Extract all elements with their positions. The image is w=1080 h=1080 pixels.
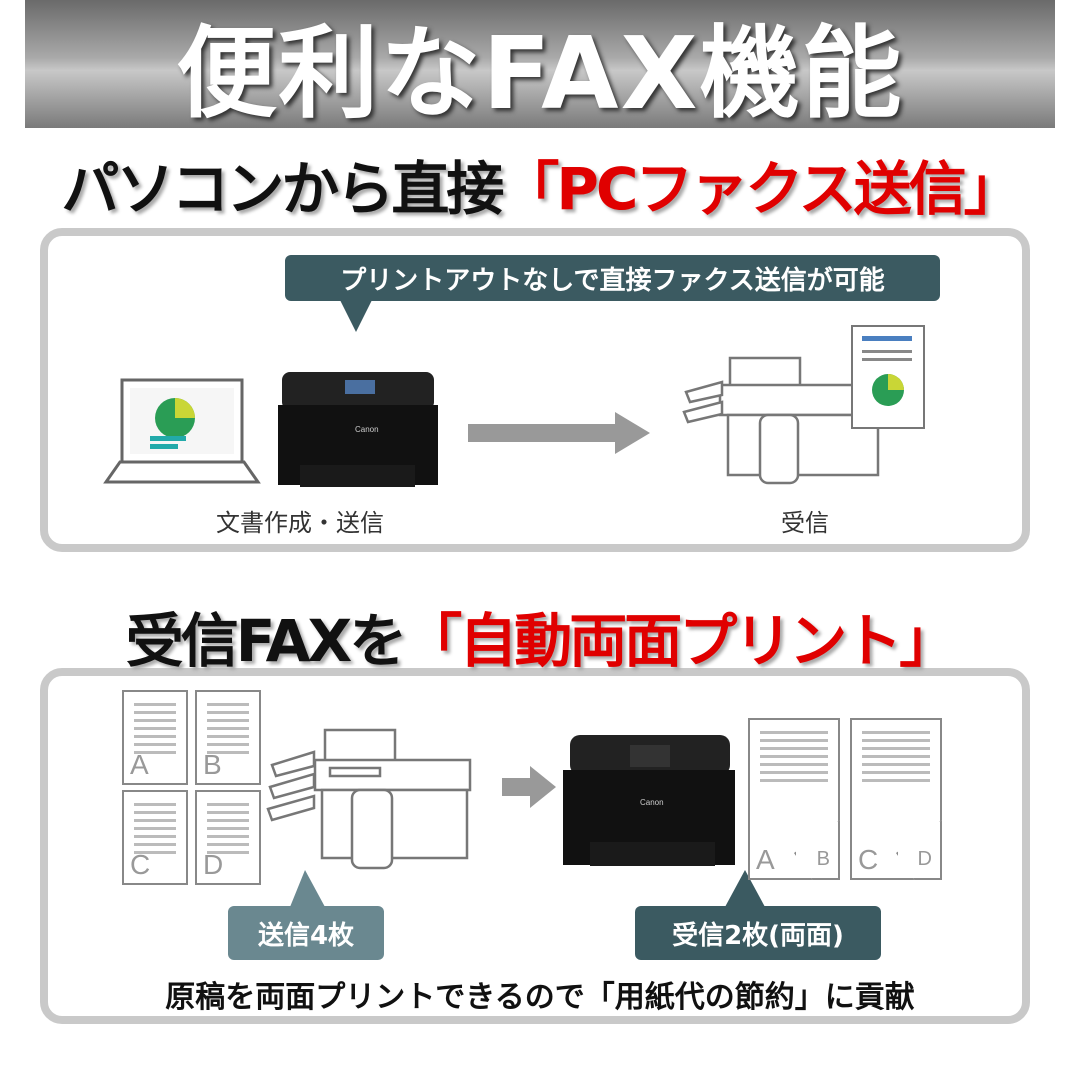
document-page: C (122, 790, 188, 885)
title-banner: 便利なFAX機能 (25, 0, 1055, 132)
heading-red-text: 「自動両面プリント」 (404, 607, 957, 675)
heading-black-text: パソコンから直接 (61, 155, 504, 223)
document-page: A (122, 690, 188, 785)
page-back-corner: D (896, 820, 942, 880)
received-document-icon (851, 325, 925, 429)
svg-text:Canon: Canon (355, 425, 379, 434)
page-letter: C (858, 844, 879, 875)
pc-fax-callout: プリントアウトなしで直接ファクス送信が可能 (285, 255, 940, 301)
arrow-right-icon-2 (502, 766, 556, 808)
page-letter: B (203, 749, 222, 780)
section1-heading: パソコンから直接「PCファクス送信」 (20, 142, 1060, 226)
svg-text:Canon: Canon (640, 798, 664, 807)
printer-icon: Canon (278, 372, 438, 487)
callout-tail-sent (290, 870, 325, 907)
laptop-icon (103, 378, 261, 484)
send-label: 文書作成・送信 (216, 509, 384, 537)
callout-tail (340, 300, 372, 332)
document-page: D (195, 790, 261, 885)
footer-note: 原稿を両面プリントできるので「用紙代の節約」に貢献 (165, 980, 915, 1015)
heading-red-text: 「PCファクス送信」 (501, 155, 1021, 223)
callout-tail-received (725, 870, 765, 907)
section2-heading: 受信FAXを「自動両面プリント」 (20, 594, 1060, 678)
heading-black-text: 受信FAXを (125, 607, 408, 675)
document-page: B (195, 690, 261, 785)
page-letter: D (203, 849, 224, 880)
arrow-right-icon (468, 412, 650, 454)
page-title: 便利なFAX機能 (176, 14, 904, 132)
page-letter: C (130, 849, 151, 880)
printer-icon-2: Canon (563, 735, 735, 866)
sent-count-callout: 送信4枚 (228, 906, 384, 960)
received-count-callout: 受信2枚(両面) (635, 906, 881, 960)
page-letter: A (756, 844, 775, 875)
page-letter: A (130, 749, 149, 780)
receive-label: 受信 (781, 509, 829, 537)
page-back-corner: B (794, 820, 840, 880)
fax-machine-icon (682, 356, 882, 485)
fax-machine-icon-2 (266, 728, 472, 870)
